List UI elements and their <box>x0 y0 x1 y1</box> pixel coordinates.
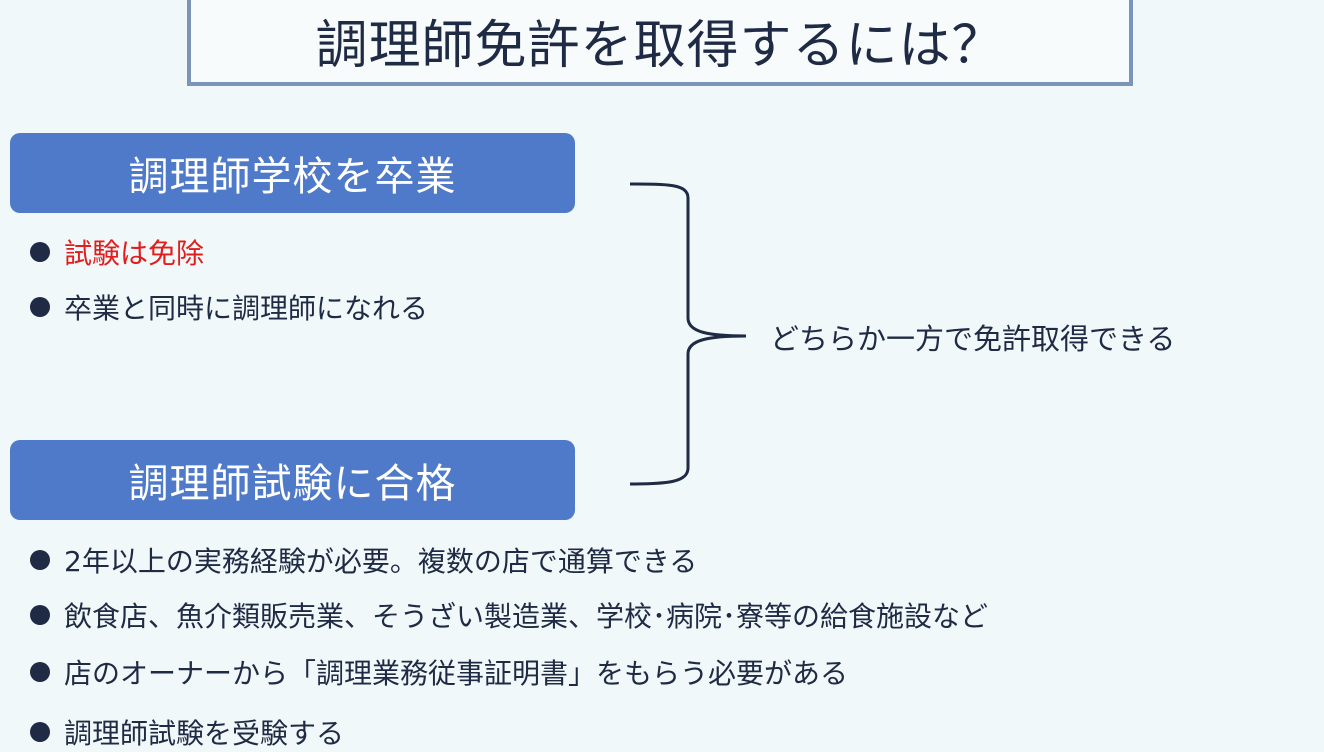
school-route-heading: 調理師学校を卒業 <box>10 133 575 213</box>
bullet-dot-icon <box>30 550 50 570</box>
exam-bullet-certificate: 店のオーナーから「調理業務従事証明書」をもらう必要がある <box>30 652 848 692</box>
exam-bullet-experience: 2年以上の実務経験が必要。複数の店で通算できる <box>30 540 697 580</box>
either-route-label: どちらか一方で免許取得できる <box>770 322 1176 356</box>
exam-bullet-take-exam: 調理師試験を受験する <box>30 712 344 752</box>
bullet-dot-icon <box>30 297 50 317</box>
exam-bullet-text: 2年以上の実務経験が必要。複数の店で通算できる <box>64 545 698 578</box>
school-bullet-exemption: 試験は免除 <box>30 232 204 272</box>
page-title: 調理師免許を取得するには？ <box>187 0 1133 86</box>
bullet-dot-icon <box>30 662 50 682</box>
school-bullet-text: 卒業と同時に調理師になれる <box>64 292 429 325</box>
exam-bullet-workplaces: 飲食店、魚介類販売業、そうざい製造業、学校･病院･寮等の給食施設など <box>30 595 988 635</box>
bullet-dot-icon <box>30 242 50 262</box>
bullet-dot-icon <box>30 605 50 625</box>
exam-bullet-text: 飲食店、魚介類販売業、そうざい製造業、学校･病院･寮等の給食施設など <box>64 600 989 633</box>
exam-bullet-text: 調理師試験を受験する <box>64 717 345 750</box>
curly-brace-icon <box>629 182 747 486</box>
bullet-dot-icon <box>30 722 50 742</box>
school-bullet-graduation: 卒業と同時に調理師になれる <box>30 287 428 327</box>
school-bullet-text: 試験は免除 <box>64 237 205 270</box>
exam-route-heading: 調理師試験に合格 <box>10 440 575 520</box>
exam-bullet-text: 店のオーナーから「調理業務従事証明書」をもらう必要がある <box>64 657 849 690</box>
